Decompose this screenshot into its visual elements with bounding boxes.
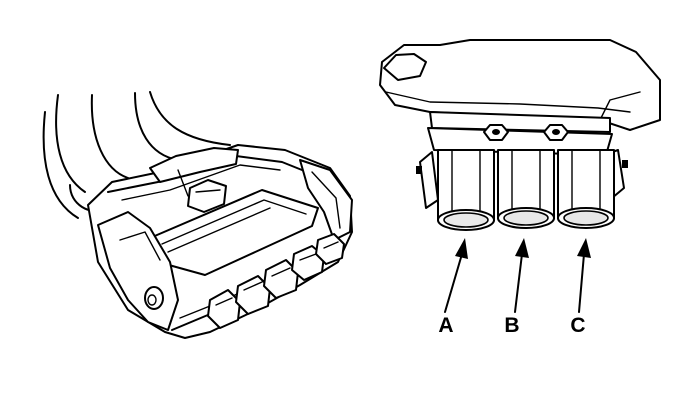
callout-a: A [438,238,468,337]
callout-label-a: A [438,314,453,337]
housing [379,39,661,131]
terminal-row [207,233,345,329]
arrow-head-a [455,238,468,259]
callout-label-c: C [570,314,585,337]
arrow-head-c [577,238,591,258]
harness-connector-illustration [42,91,353,339]
callout-c: C [570,238,591,337]
component-socket-illustration [379,39,661,231]
port-b [497,149,555,229]
callout-label-b: B [504,314,519,337]
callout-b: B [504,238,529,337]
mounting-screws [483,124,569,141]
port-c [557,149,615,229]
connector-body [87,144,353,339]
arrow-head-b [515,238,529,258]
port-a [437,149,495,231]
wire-bundle [42,91,231,219]
